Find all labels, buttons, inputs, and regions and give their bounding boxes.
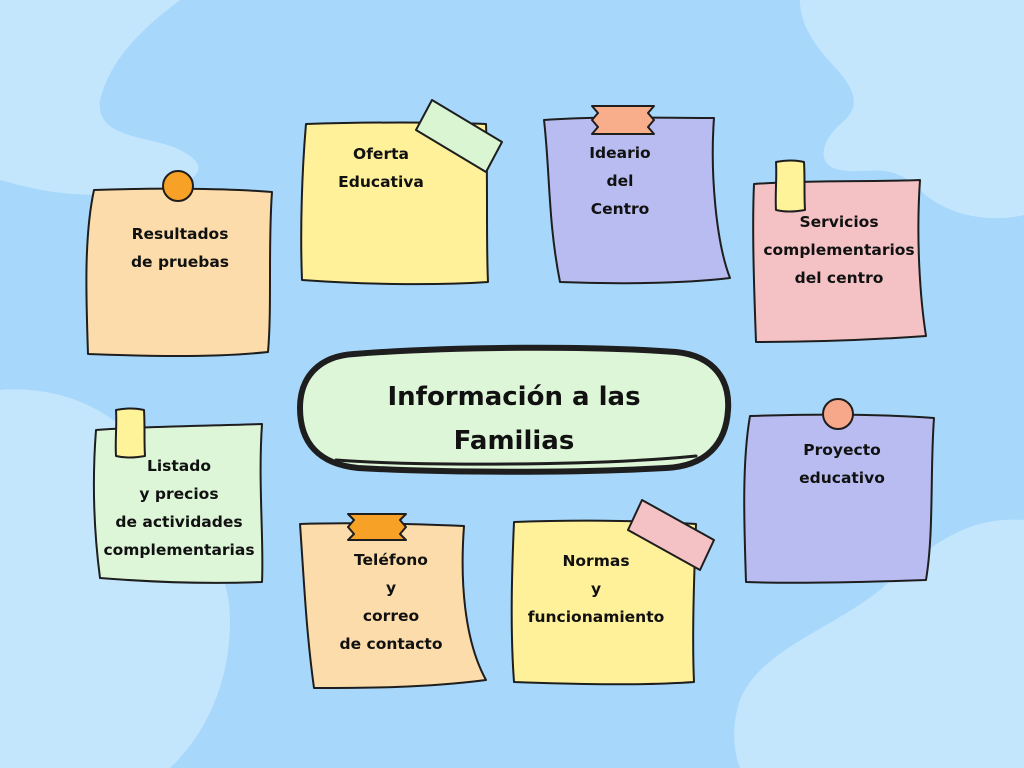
note-text-line: Resultados xyxy=(131,225,229,243)
note-text-line: y xyxy=(385,579,397,597)
pin-icon xyxy=(162,170,194,202)
note-ideario-del-centro: Ideario del Centro xyxy=(540,112,732,288)
note-listado-y-precios: Listado y precios de actividades complem… xyxy=(90,422,268,586)
central-title-line: Información a las xyxy=(387,382,641,412)
note-telefono-y-correo: Teléfono y correo de contacto xyxy=(294,520,488,692)
tape-icon xyxy=(627,499,715,571)
note-text-line: y xyxy=(590,580,602,598)
sticky-note-paper xyxy=(743,413,935,584)
note-text-line: de contacto xyxy=(339,635,443,653)
central-title-line: Familias xyxy=(453,426,575,456)
note-normas-y-funcionamiento: Normas y funcionamiento xyxy=(508,518,700,686)
note-text-line: Educativa xyxy=(338,173,424,191)
sticky-note-paper xyxy=(85,187,273,357)
tape-icon xyxy=(114,407,146,459)
note-oferta-educativa: Oferta Educativa xyxy=(298,120,492,286)
tape-icon xyxy=(591,105,655,135)
note-text-line: Oferta xyxy=(353,145,409,163)
note-text-line: complementarios xyxy=(763,241,915,259)
central-title: Información a las Familias xyxy=(296,375,732,463)
note-text-line: de actividades xyxy=(115,513,243,531)
sticky-note-paper xyxy=(752,179,927,343)
note-text-line: Ideario xyxy=(589,144,651,162)
tape-icon xyxy=(774,159,806,213)
note-text-line: correo xyxy=(362,607,420,625)
central-title-box: Información a las Familias xyxy=(296,342,732,476)
background-blob xyxy=(734,519,1024,768)
note-text-line: del xyxy=(606,172,634,190)
note-text-line: Normas xyxy=(562,552,630,570)
sticky-note-paper xyxy=(299,522,487,689)
note-text-line: Listado xyxy=(146,457,212,475)
background-blob xyxy=(0,0,199,195)
pin-icon xyxy=(822,398,854,430)
note-text-line: educativo xyxy=(799,469,885,487)
sticky-note-paper xyxy=(543,116,731,285)
note-text-line: de pruebas xyxy=(130,253,230,271)
tape-icon xyxy=(415,99,503,173)
tape-icon xyxy=(347,513,407,541)
sticky-note-paper xyxy=(92,423,264,584)
background-blob xyxy=(800,0,1024,219)
note-text-line: y precios xyxy=(139,485,219,503)
note-text-line: complementarias xyxy=(103,541,255,559)
note-text-line: Centro xyxy=(590,200,650,218)
note-text-line: Teléfono xyxy=(354,551,428,569)
note-proyecto-educativo: Proyecto educativo xyxy=(740,412,936,586)
note-text-line: funcionamiento xyxy=(527,608,665,626)
note-text-line: del centro xyxy=(794,269,884,287)
note-text-line: Servicios xyxy=(799,213,879,231)
central-title-shape xyxy=(297,344,732,475)
note-resultados-de-pruebas: Resultados de pruebas xyxy=(82,186,278,360)
note-text-line: Proyecto xyxy=(803,441,881,459)
note-servicios-complementarios: Servicios complementarios del centro xyxy=(750,178,928,344)
